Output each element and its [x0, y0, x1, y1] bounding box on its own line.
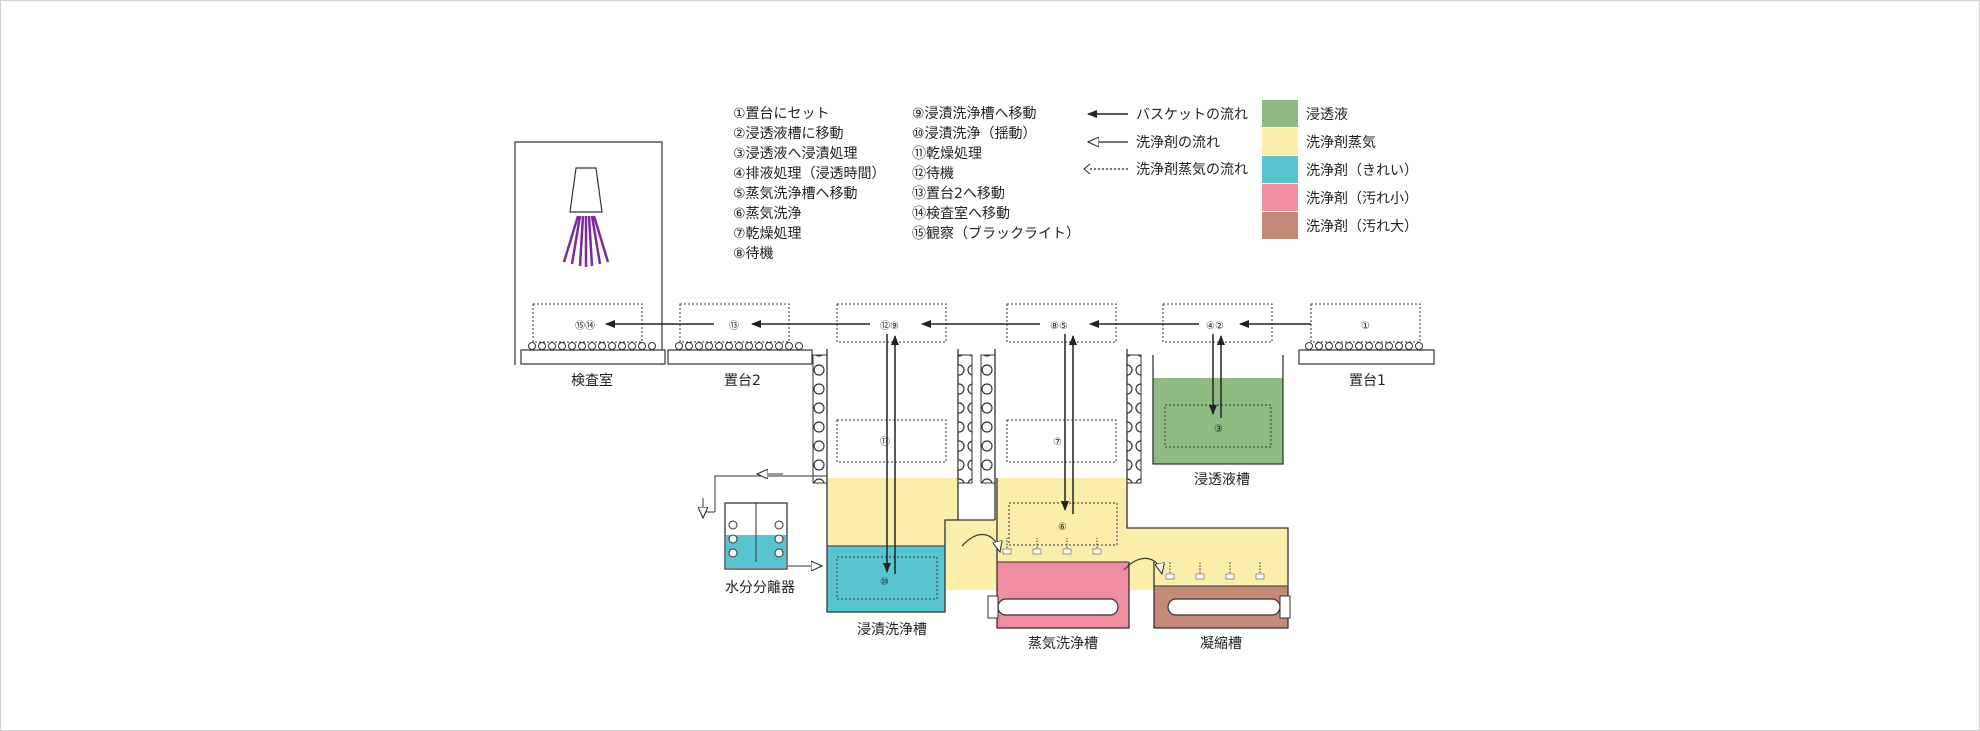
step-10: ⑩浸漬洗浄（揺動）	[912, 126, 1037, 142]
tag-vapor-mid: ⑦	[1053, 437, 1062, 448]
color-legend: 浸透液 洗浄剤蒸気 洗浄剤（きれい） 洗浄剤（汚れ小） 洗浄剤（汚れ大）	[1262, 100, 1418, 239]
step-7: ⑦乾燥処理	[733, 226, 802, 242]
step-5: ⑤蒸気洗浄槽へ移動	[733, 186, 858, 202]
tag-stand-1: ①	[1361, 321, 1370, 332]
step-2: ②浸透液槽に移動	[733, 126, 844, 142]
step-list-left: ①置台にセット ②浸透液槽に移動 ③浸透液へ浸漬処理 ④排液処理（浸透時間） ⑤…	[733, 106, 886, 262]
step-15: ⑮観察（ブラックライト）	[912, 225, 1080, 242]
inspection-room-wall	[514, 141, 663, 365]
label-water-separator: 水分分離器	[725, 579, 795, 596]
inspection-stand	[520, 342, 666, 365]
tag-stand-2: ⑬	[729, 320, 739, 332]
label-stand-2: 置台2	[724, 373, 761, 389]
uv-light-rays-icon	[562, 215, 610, 267]
tag-immersion-bottom: ⑩	[880, 577, 889, 588]
water-separator	[703, 475, 827, 569]
vapor-flow-head-icon	[1083, 163, 1091, 175]
tag-vapor-bottom: ⑥	[1058, 522, 1067, 533]
heater-vapor	[987, 595, 1119, 619]
swatch-dirty-low	[1262, 184, 1298, 211]
step-12: ⑫待機	[912, 166, 954, 182]
cooling-coil-mid-left	[957, 354, 973, 484]
step-4: ④排液処理（浸透時間）	[733, 166, 886, 182]
overflow-arrow-1-icon	[961, 534, 1000, 552]
step-1: ①置台にセット	[733, 106, 830, 122]
step-list-right: ⑨浸漬洗浄槽へ移動 ⑩浸漬洗浄（揺動） ⑪乾燥処理 ⑫待機 ⑬置台2へ移動 ⑭検…	[912, 106, 1080, 242]
tag-immersion-top: ⑫⑨	[880, 320, 899, 332]
step-3: ③浸透液へ浸漬処理	[733, 146, 858, 162]
legend-vapor: 洗浄剤蒸気	[1306, 135, 1376, 151]
legend-dirty-high: 洗浄剤（汚れ大）	[1306, 219, 1418, 235]
legend-dirty-low: 洗浄剤（汚れ小）	[1306, 191, 1418, 207]
tag-inspection: ⑮⑭	[575, 320, 595, 332]
cooling-coil-mid-right	[980, 354, 996, 484]
step-8: ⑧待機	[733, 246, 774, 262]
overflow-arrow-2-icon	[1123, 557, 1162, 574]
step-11: ⑪乾燥処理	[912, 146, 982, 162]
step-9: ⑨浸漬洗浄槽へ移動	[912, 106, 1037, 122]
step-14: ⑭検査室へ移動	[912, 205, 1010, 222]
swatch-clean	[1262, 156, 1298, 183]
legend-clean: 洗浄剤（きれい）	[1306, 163, 1418, 179]
tag-vapor-top: ⑧⑤	[1050, 321, 1068, 332]
flow-legend: バスケットの流れ 洗浄剤の流れ 洗浄剤蒸気の流れ	[1083, 107, 1248, 178]
dirty-low-zone	[997, 562, 1129, 628]
black-light-lamp-icon	[569, 167, 603, 213]
heater-condenser	[1167, 595, 1291, 619]
flow-legend-vapor: 洗浄剤蒸気の流れ	[1136, 162, 1248, 178]
penetrant-tank	[1152, 355, 1284, 465]
label-penetrant-tank: 浸透液槽	[1194, 472, 1250, 488]
label-vapor-tank: 蒸気洗浄槽	[1028, 636, 1098, 652]
flow-legend-detergent: 洗浄剤の流れ	[1136, 135, 1220, 151]
tag-penetrant-bottom: ③	[1214, 424, 1223, 435]
step-13: ⑬置台2へ移動	[912, 186, 1005, 202]
flow-legend-basket: バスケットの流れ	[1136, 107, 1248, 123]
legend-penetrant: 浸透液	[1306, 107, 1348, 123]
stand-1	[1298, 342, 1435, 365]
swatch-vapor	[1262, 128, 1298, 155]
tag-penetrant-top: ④②	[1206, 321, 1224, 332]
inspection-room	[514, 141, 663, 365]
swatch-dirty-high	[1262, 212, 1298, 239]
cooling-coil-right	[1126, 354, 1142, 484]
label-immersion-tank: 浸漬洗浄槽	[857, 622, 927, 638]
vapor-marks	[1002, 538, 1265, 580]
label-condensation-tank: 凝縮槽	[1200, 636, 1242, 652]
label-stand-1: 置台1	[1349, 373, 1386, 389]
step-6: ⑥蒸気洗浄	[733, 206, 802, 222]
label-inspection-room: 検査室	[571, 372, 613, 389]
tag-immersion-mid: ⑪	[880, 436, 890, 448]
cooling-coil-left	[812, 354, 828, 484]
swatch-penetrant	[1262, 100, 1298, 127]
stand-2	[667, 342, 813, 365]
basket-flow-arrows	[605, 320, 1311, 574]
